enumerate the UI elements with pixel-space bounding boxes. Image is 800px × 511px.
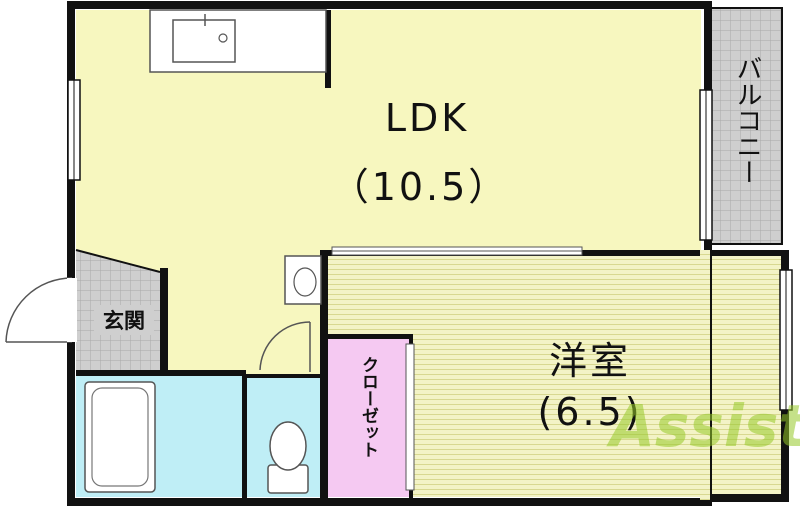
washbasin bbox=[293, 267, 317, 297]
entrance-step bbox=[75, 249, 161, 273]
western-room-size: (6.5) bbox=[537, 390, 643, 434]
closet-sliding-door bbox=[405, 343, 415, 491]
wall-mask-right-notch bbox=[700, 250, 710, 500]
closet-floor bbox=[326, 338, 411, 497]
toilet-bowl bbox=[269, 421, 307, 471]
balcony-label: バルコニー bbox=[732, 55, 762, 185]
entrance-door-swing bbox=[5, 277, 73, 343]
ldk-label: LDK bbox=[384, 96, 470, 140]
wall-bath-toilet bbox=[242, 376, 247, 498]
assist-watermark: Assist bbox=[610, 392, 800, 460]
wall-closet-top bbox=[326, 334, 412, 339]
sink-drain bbox=[218, 33, 228, 43]
wall-bottom-extension bbox=[700, 494, 789, 502]
ldk-size: （10.5） bbox=[330, 165, 510, 209]
balcony-floor bbox=[707, 8, 782, 244]
closet-label: クローゼット bbox=[358, 356, 378, 458]
kitchen-sink bbox=[172, 19, 236, 63]
wall-kitchen-divider bbox=[325, 10, 331, 88]
western-room-label: 洋室 bbox=[548, 339, 631, 383]
wall-entrance-right bbox=[160, 268, 168, 376]
wall-entrance-bottom bbox=[76, 370, 246, 376]
entrance-door-opening bbox=[67, 278, 77, 342]
entrance-label: 玄関 bbox=[94, 305, 154, 335]
wall-toilet-top bbox=[246, 374, 324, 378]
toilet-door-swing bbox=[259, 321, 311, 371]
bathtub-inner bbox=[91, 387, 149, 487]
